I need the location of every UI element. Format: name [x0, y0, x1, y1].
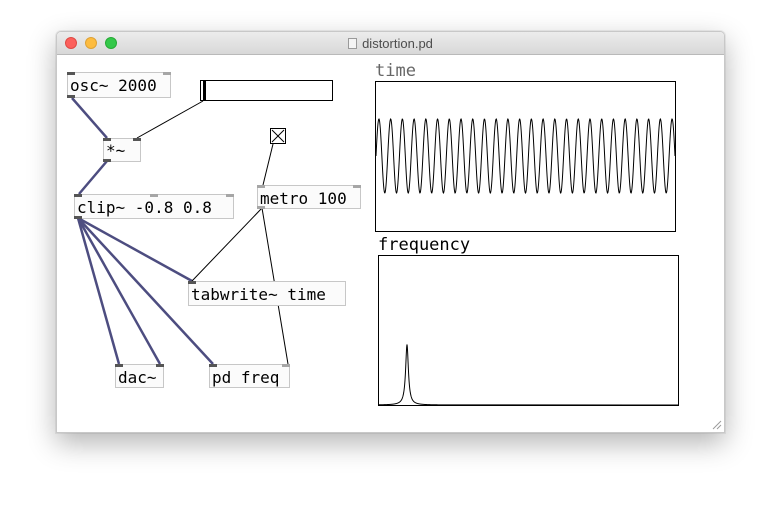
control-cord-metro-tabwrite[interactable] — [191, 207, 263, 282]
window-title-group: distortion.pd — [57, 32, 724, 54]
control-cord-slider-mul[interactable] — [136, 100, 204, 139]
signal-cord-clip-tabwrite[interactable] — [77, 216, 193, 283]
inlet-dac-right[interactable] — [156, 364, 164, 367]
window-title: distortion.pd — [362, 35, 433, 51]
inlet-pd-freq-2[interactable] — [282, 364, 290, 367]
object-pd-freq-label: pd freq — [212, 368, 280, 387]
inlet-metro-2[interactable] — [353, 185, 361, 188]
signal-cord-clip-pdfreq[interactable] — [77, 217, 214, 365]
object-clip[interactable]: clip~ -0.8 0.8 — [74, 194, 234, 219]
array-time-graph[interactable] — [375, 81, 676, 232]
object-osc-label: osc~ 2000 — [70, 76, 157, 95]
inlet-osc-1[interactable] — [67, 72, 75, 75]
array-frequency-label: frequency — [378, 235, 471, 255]
horizontal-slider[interactable] — [200, 80, 333, 101]
outlet-metro[interactable] — [257, 206, 265, 209]
patch-window: distortion.pd osc~ 2000 — [56, 31, 725, 433]
object-multiply[interactable]: *~ — [103, 138, 141, 162]
object-dac-label: dac~ — [118, 368, 157, 387]
patch-canvas[interactable]: osc~ 2000 *~ clip~ -0.8 0.8 — [57, 55, 724, 432]
inlet-metro-1[interactable] — [257, 185, 265, 188]
object-metro[interactable]: metro 100 — [257, 185, 361, 209]
object-tabwrite[interactable]: tabwrite~ time — [188, 281, 346, 306]
title-bar[interactable]: distortion.pd — [57, 32, 724, 55]
zoom-button[interactable] — [105, 37, 117, 49]
document-icon — [348, 37, 358, 49]
toggle-checkbox[interactable] — [270, 128, 286, 144]
inlet-dac-left[interactable] — [115, 364, 123, 367]
array-frequency-graph[interactable] — [378, 255, 679, 406]
inlet-clip-1[interactable] — [74, 194, 82, 197]
toggle-x-icon — [271, 129, 285, 143]
inlet-pd-freq-1[interactable] — [209, 364, 217, 367]
inlet-tabwrite[interactable] — [188, 281, 196, 284]
outlet-osc[interactable] — [67, 95, 75, 98]
object-tabwrite-label: tabwrite~ time — [191, 285, 326, 304]
outlet-multiply[interactable] — [103, 159, 111, 162]
inlet-multiply-2[interactable] — [133, 138, 141, 141]
signal-cord-clip-dac-left[interactable] — [76, 217, 121, 365]
inlet-multiply-1[interactable] — [103, 138, 111, 141]
signal-cord-mul-clip[interactable] — [78, 160, 108, 195]
object-osc[interactable]: osc~ 2000 — [67, 72, 171, 98]
control-cord-toggle-metro[interactable] — [262, 143, 274, 186]
time-waveform — [375, 117, 676, 195]
object-metro-label: metro 100 — [260, 189, 347, 208]
inlet-osc-2[interactable] — [163, 72, 171, 75]
minimize-button[interactable] — [85, 37, 97, 49]
object-multiply-label: *~ — [106, 141, 126, 160]
outlet-clip[interactable] — [74, 216, 82, 219]
frequency-spectrum — [379, 343, 679, 406]
inlet-clip-2[interactable] — [150, 194, 158, 197]
frequency-peak-path — [379, 343, 679, 406]
close-button[interactable] — [65, 37, 77, 49]
patch-cords — [71, 97, 289, 365]
signal-cord-clip-dac-right[interactable] — [76, 217, 162, 365]
object-clip-label: clip~ -0.8 0.8 — [77, 198, 212, 217]
time-wave-path — [375, 117, 676, 195]
object-dac[interactable]: dac~ — [115, 364, 164, 388]
signal-cord-osc-mul[interactable] — [71, 97, 108, 139]
inlet-clip-3[interactable] — [226, 194, 234, 197]
resize-grip-icon[interactable] — [712, 420, 722, 430]
array-time-label: time — [375, 61, 416, 81]
slider-handle[interactable] — [203, 81, 206, 100]
object-pd-freq[interactable]: pd freq — [209, 364, 290, 388]
